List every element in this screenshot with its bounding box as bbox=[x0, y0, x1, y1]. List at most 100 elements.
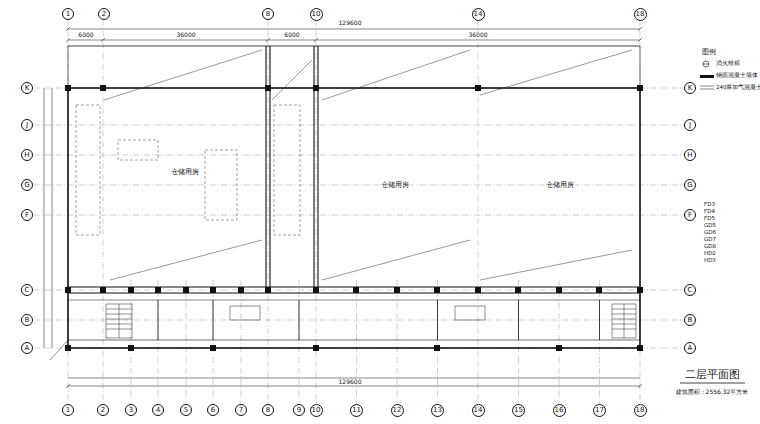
crane-outlines bbox=[76, 105, 300, 235]
legend-text: 240厚加气混凝土砌块墙 bbox=[716, 85, 760, 91]
dimension-text: 129600 bbox=[338, 379, 363, 385]
axis-bubble: 13 bbox=[431, 404, 444, 417]
axis-number: 13 bbox=[433, 407, 442, 414]
stairs bbox=[50, 304, 636, 360]
axis-bubble: B bbox=[21, 314, 33, 326]
axis-bubble: 15 bbox=[512, 404, 525, 417]
axis-bubble: 1 bbox=[62, 404, 74, 416]
legend-text: 图例 bbox=[702, 49, 716, 56]
axis-bubble: 3 bbox=[125, 404, 137, 416]
axis-number: 14 bbox=[474, 11, 483, 18]
axis-bubble: 16 bbox=[553, 404, 566, 417]
door-code: HD3 bbox=[703, 258, 717, 264]
axis-number: 7 bbox=[239, 407, 243, 414]
axis-bubble: 18 bbox=[634, 404, 647, 417]
axis-number: F bbox=[25, 212, 29, 219]
axis-number: H bbox=[687, 152, 692, 159]
door-code: GD5 bbox=[703, 223, 717, 229]
axis-bubble: 4 bbox=[152, 404, 164, 416]
axis-bubble: G bbox=[21, 179, 33, 191]
axis-number: 1 bbox=[66, 407, 70, 414]
title-underline bbox=[680, 383, 745, 384]
axis-bubble: 8 bbox=[262, 8, 274, 20]
dimension-lines bbox=[44, 27, 642, 388]
axis-bubble: K bbox=[21, 82, 33, 94]
axis-bubble: 10 bbox=[310, 404, 323, 417]
axis-number: J bbox=[689, 122, 691, 129]
drawing-title: 二层平面图 bbox=[685, 369, 740, 380]
axis-number: C bbox=[25, 287, 30, 294]
door-code: GD7 bbox=[703, 237, 717, 243]
door-code: HD2 bbox=[703, 251, 717, 257]
axis-bubble: 8 bbox=[262, 404, 274, 416]
door-code: FD5 bbox=[703, 216, 716, 222]
axis-bubble: 9 bbox=[293, 404, 305, 416]
axis-number: G bbox=[24, 182, 29, 189]
axis-number: C bbox=[688, 287, 693, 294]
axis-bubble: A bbox=[21, 342, 33, 354]
axis-bubble: H bbox=[21, 149, 33, 161]
axis-number: 8 bbox=[266, 11, 270, 18]
axis-number: F bbox=[688, 212, 692, 219]
axis-bubble: G bbox=[684, 179, 696, 191]
axis-number: 4 bbox=[156, 407, 160, 414]
axis-number: B bbox=[688, 317, 693, 324]
axis-number: 2 bbox=[102, 11, 106, 18]
axis-number: 16 bbox=[555, 407, 564, 414]
axis-number: 5 bbox=[184, 407, 188, 414]
axis-number: 3 bbox=[129, 407, 133, 414]
walls bbox=[68, 46, 640, 348]
door-code: GD8 bbox=[703, 244, 717, 250]
axis-bubble: 12 bbox=[391, 404, 404, 417]
axis-number: K bbox=[25, 85, 30, 92]
axis-bubble: C bbox=[684, 284, 696, 296]
columns bbox=[65, 85, 643, 351]
legend-symbols bbox=[700, 61, 714, 89]
dimension-text: 36000 bbox=[175, 32, 196, 38]
axis-bubble: 14 bbox=[472, 404, 485, 417]
room-name: 仓储用房 bbox=[545, 182, 575, 189]
axis-number: 8 bbox=[266, 407, 270, 414]
axis-number: 11 bbox=[352, 407, 361, 414]
legend-text: 钢筋混凝土墙体 bbox=[716, 73, 758, 79]
door-code: GD6 bbox=[703, 230, 717, 236]
axis-bubble: 1 bbox=[62, 8, 74, 20]
axis-bubble: J bbox=[684, 119, 696, 131]
axis-bubble: C bbox=[21, 284, 33, 296]
axis-bubble: 11 bbox=[350, 404, 363, 417]
axis-number: H bbox=[24, 152, 29, 159]
grid-lines bbox=[34, 20, 684, 404]
axis-bubble: B bbox=[684, 314, 696, 326]
axis-bubble: 2 bbox=[98, 8, 110, 20]
axis-bubble: 7 bbox=[235, 404, 247, 416]
axis-number: 18 bbox=[636, 407, 645, 414]
roof-slope-lines bbox=[104, 50, 632, 280]
axis-number: 18 bbox=[636, 11, 645, 18]
axis-number: B bbox=[25, 317, 30, 324]
axis-bubble: 6 bbox=[207, 404, 219, 416]
axis-number: 10 bbox=[312, 11, 321, 18]
axis-number: A bbox=[25, 345, 30, 352]
room-name: 仓储用房 bbox=[380, 182, 410, 189]
dimension-text: 129600 bbox=[338, 20, 363, 26]
door-code: FD3 bbox=[703, 202, 716, 208]
axis-number: 12 bbox=[393, 407, 402, 414]
room-name: 仓储用房 bbox=[170, 169, 200, 176]
axis-number: A bbox=[688, 345, 693, 352]
axis-number: 15 bbox=[514, 407, 523, 414]
axis-bubble: 18 bbox=[634, 8, 647, 21]
dimension-text: 36000 bbox=[467, 32, 488, 38]
axis-number: 9 bbox=[297, 407, 301, 414]
axis-number: 1 bbox=[66, 11, 70, 18]
axis-number: 2 bbox=[101, 407, 105, 414]
legend-text: 消火栓箱 bbox=[716, 61, 740, 67]
axis-number: 14 bbox=[474, 407, 483, 414]
door-code: FD4 bbox=[703, 209, 716, 215]
axis-bubble: J bbox=[21, 119, 33, 131]
axis-number: J bbox=[26, 122, 28, 129]
axis-bubble: K bbox=[684, 82, 696, 94]
axis-bubble: A bbox=[684, 342, 696, 354]
